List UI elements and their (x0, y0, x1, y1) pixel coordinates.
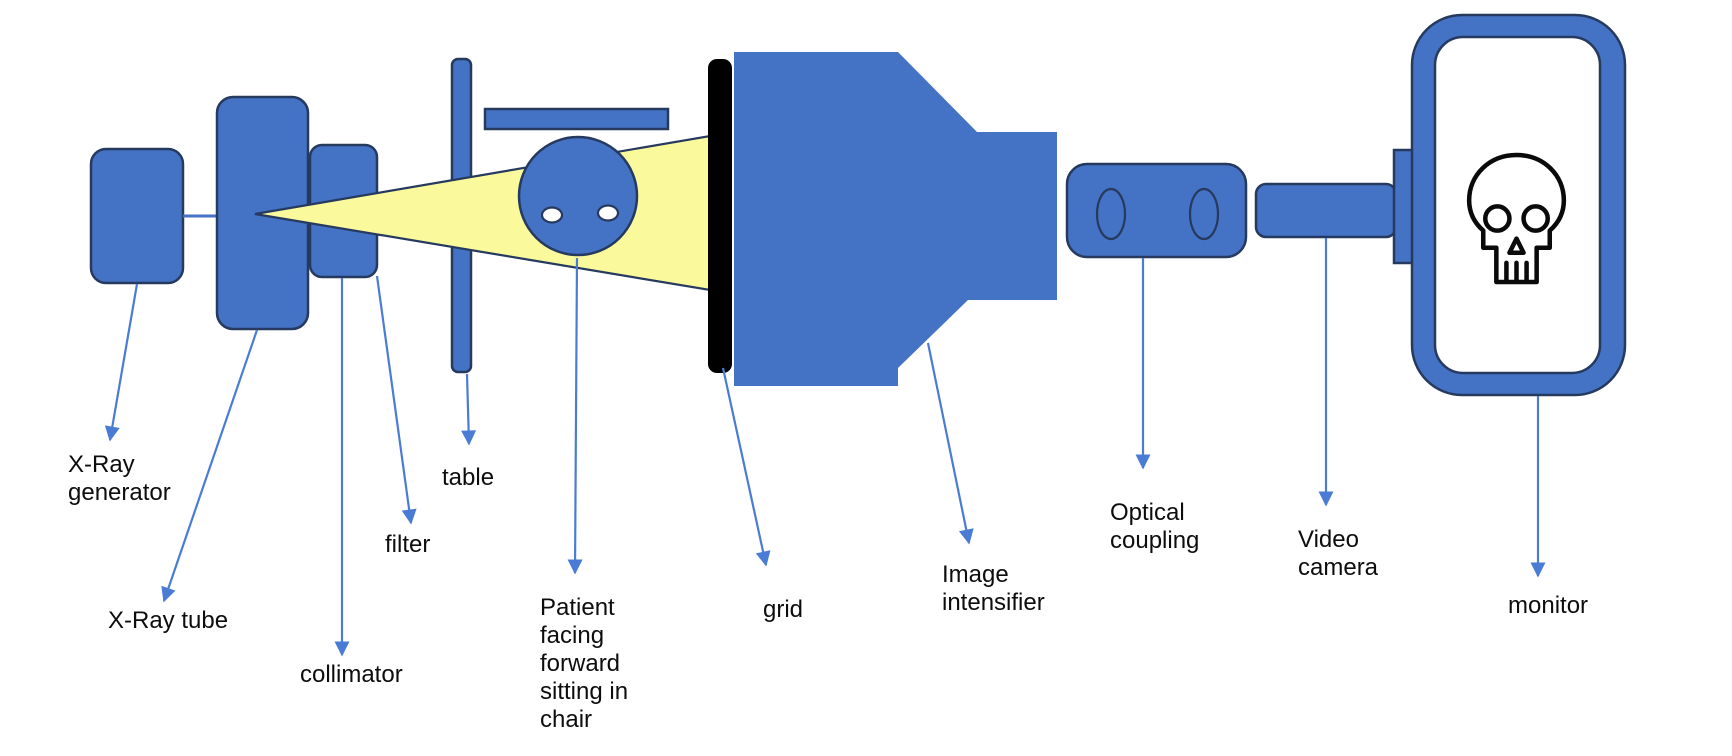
label-image-intensifier: Image intensifier (942, 561, 1045, 616)
arrow-table (461, 373, 477, 446)
grid-bar (708, 59, 732, 373)
skull-right-eye (1521, 204, 1551, 233)
arrow-image-intensifier (926, 342, 974, 545)
patient-left-eye (540, 206, 564, 224)
skull-nose (1507, 236, 1526, 256)
monitor-shape (1392, 13, 1627, 397)
video-camera-shape (1254, 182, 1398, 239)
skull-left-eye (1482, 204, 1512, 233)
lens-right-icon (1188, 187, 1220, 241)
label-xray-generator: X-Ray generator (68, 451, 171, 506)
label-collimator: collimator (300, 661, 403, 688)
label-video-camera: Video camera (1298, 526, 1379, 581)
image-intensifier-shape (734, 52, 1057, 386)
arrow-xray-tube (161, 329, 259, 603)
arrow-patient (567, 257, 583, 575)
label-grid: grid (763, 596, 804, 623)
chair-back-bar (483, 107, 670, 131)
label-filter: filter (385, 531, 431, 558)
arrow-grid (721, 367, 771, 567)
label-arrows (104, 238, 1546, 657)
patient-head-circle (517, 135, 639, 257)
optical-coupling-body (1065, 162, 1248, 259)
label-patient: Patient facing forward sitting in chair (540, 594, 629, 733)
patient-head (517, 135, 639, 257)
optical-coupling-shape (1065, 162, 1248, 259)
lens-left-icon (1095, 187, 1127, 241)
arrow-filter (375, 275, 417, 525)
skull-teeth (1504, 260, 1529, 284)
label-monitor: monitor (1508, 592, 1589, 619)
xray-generator-shape (89, 147, 185, 285)
label-optical-coupling: Optical coupling (1110, 499, 1200, 554)
arrow-xray-generator (104, 283, 139, 442)
patient-right-eye (596, 204, 620, 222)
label-table: table (442, 464, 495, 491)
skull-icon (1466, 152, 1567, 285)
label-xray-tube: X-Ray tube (108, 607, 229, 634)
